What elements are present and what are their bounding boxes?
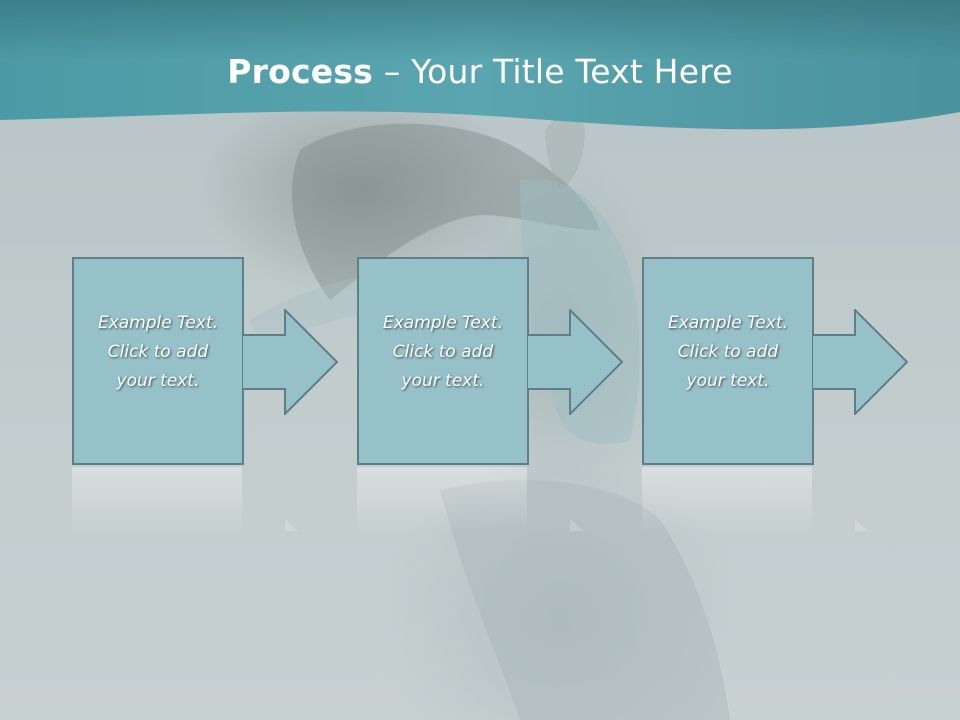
- step-arrow-1: [243, 309, 339, 415]
- step-2-line-2: Click to add: [392, 342, 494, 362]
- process-step-3[interactable]: Example Text. Click to add your text.: [642, 257, 814, 465]
- title-bold: Process: [227, 52, 374, 91]
- step-3-line-3: your text.: [686, 371, 770, 391]
- step-box-2: [357, 257, 529, 465]
- step-arrow-3: [813, 309, 909, 415]
- steps-reflection: [72, 467, 868, 533]
- step-text-1[interactable]: Example Text. Click to add your text.: [72, 309, 244, 396]
- step-box-1: [72, 257, 244, 465]
- step-3-line-1: Example Text.: [667, 313, 789, 333]
- step-text-3[interactable]: Example Text. Click to add your text.: [642, 309, 814, 396]
- process-step-2[interactable]: Example Text. Click to add your text.: [357, 257, 529, 465]
- step-2-line-1: Example Text.: [382, 313, 504, 333]
- step-3-line-2: Click to add: [677, 342, 779, 362]
- step-arrow-2: [528, 309, 624, 415]
- step-box-3: [642, 257, 814, 465]
- title-rest: – Your Title Text Here: [373, 52, 733, 91]
- step-text-2[interactable]: Example Text. Click to add your text.: [357, 309, 529, 396]
- step-1-line-2: Click to add: [107, 342, 209, 362]
- step-2-line-3: your text.: [401, 371, 485, 391]
- step-1-line-1: Example Text.: [97, 313, 219, 333]
- page-title[interactable]: Process – Your Title Text Here: [0, 52, 960, 91]
- step-1-line-3: your text.: [116, 371, 200, 391]
- title-banner: [0, 0, 960, 130]
- process-step-1[interactable]: Example Text. Click to add your text.: [72, 257, 244, 465]
